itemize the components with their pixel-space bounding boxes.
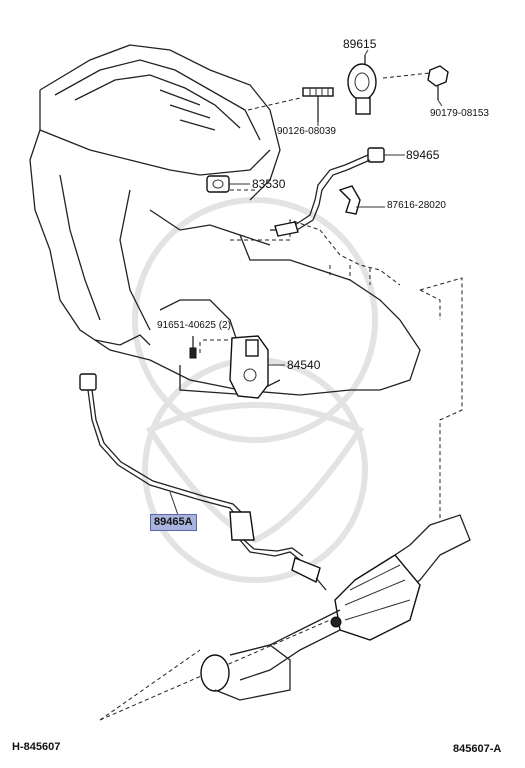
knock-sensor <box>347 55 377 115</box>
label-neutral-start-switch: 84540 <box>287 358 321 372</box>
lower-oxygen-sensor <box>79 373 327 591</box>
oil-pressure-switch <box>206 175 230 193</box>
label-knock-sensor-nut: 90179-08153 <box>430 108 489 119</box>
label-lower-oxygen-sensor[interactable]: 89465A <box>150 514 197 531</box>
label-knock-sensor-stud: 90126-08039 <box>277 126 336 137</box>
reference-lines <box>99 72 463 721</box>
knock-sensor-stud <box>302 87 334 122</box>
upper-oxygen-sensor <box>270 147 385 237</box>
label-bolt: 91651-40625 (2) <box>157 320 231 331</box>
label-oil-pressure-switch: 83530 <box>252 177 286 191</box>
bolt <box>189 336 197 359</box>
label-knock-sensor: 89615 <box>343 37 377 51</box>
label-upper-oxygen-sensor: 89465 <box>406 148 440 162</box>
label-clamp: 87616-28020 <box>387 200 446 211</box>
footer-left-reference: H-845607 <box>12 741 61 753</box>
knock-sensor-nut <box>427 65 449 100</box>
footer-right-reference: 845607-A <box>453 743 502 755</box>
neutral-start-switch <box>229 335 269 399</box>
clamp <box>338 185 361 215</box>
leader-lines <box>169 49 443 516</box>
exhaust-pipe <box>200 514 471 701</box>
